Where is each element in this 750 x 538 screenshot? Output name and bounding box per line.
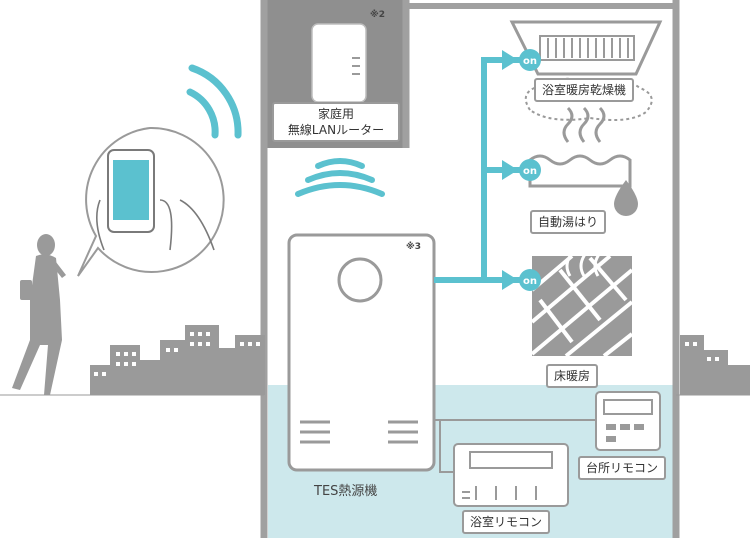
bathroom-dryer-icon xyxy=(509,20,663,121)
city-window-grid-right xyxy=(685,342,719,361)
router-label: 家庭用 無線LANルーター xyxy=(272,102,400,142)
on-badge-floor: on xyxy=(519,269,541,291)
router-icon xyxy=(311,23,367,103)
heater-note: ※3 xyxy=(406,242,422,252)
wifi-signal-phone-icon xyxy=(186,64,242,139)
city-skyline-left xyxy=(90,325,265,395)
on-badge-dryer: on xyxy=(519,49,541,71)
auto-fill-bathtub-icon xyxy=(528,106,638,216)
person-silhouette xyxy=(12,234,66,395)
pipe-arrowheads xyxy=(502,50,518,290)
router-note: ※2 xyxy=(370,10,386,20)
heat-source-label: TES熱源機 xyxy=(314,484,378,499)
svg-text:on: on xyxy=(523,56,537,67)
bathroom-dryer-label: 浴室暖房乾燥機 xyxy=(534,78,635,102)
on-badge-autofill: on xyxy=(519,159,541,181)
house-wall xyxy=(260,0,680,538)
heat-source-unit xyxy=(287,233,436,472)
city-window-grid-left xyxy=(94,332,260,376)
auto-fill-label: 自動湯はり xyxy=(530,210,607,234)
floor-heating-label: 床暖房 xyxy=(546,364,599,388)
svg-text:on: on xyxy=(523,166,537,177)
kitchen-remote-icon xyxy=(595,391,661,451)
smartphone-bubble xyxy=(77,126,225,277)
floor-heating-icon xyxy=(530,235,634,358)
wifi-signal-router-icon xyxy=(295,158,385,197)
city-skyline-right xyxy=(680,335,750,395)
bath-remote-icon xyxy=(453,443,569,507)
bath-remote-label: 浴室リモコン xyxy=(462,510,551,534)
kitchen-remote-label: 台所リモコン xyxy=(578,456,667,480)
svg-text:on: on xyxy=(523,276,537,287)
remote-wiring xyxy=(434,419,596,473)
